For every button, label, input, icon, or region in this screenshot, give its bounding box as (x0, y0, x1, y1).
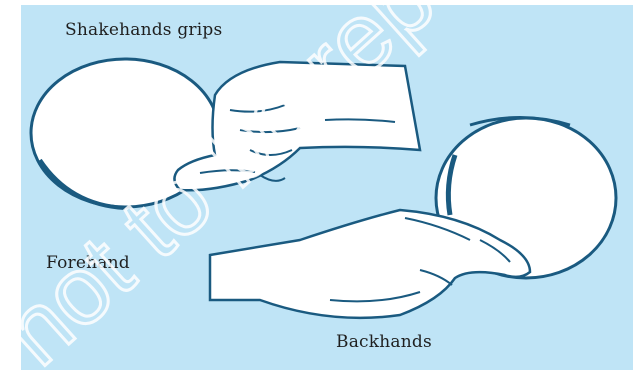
backhands-label: Backhands (336, 332, 432, 352)
figure-title: Shakehands grips (65, 20, 222, 40)
forehand-hand (174, 62, 420, 190)
forehand-label: Forehand (46, 253, 130, 273)
